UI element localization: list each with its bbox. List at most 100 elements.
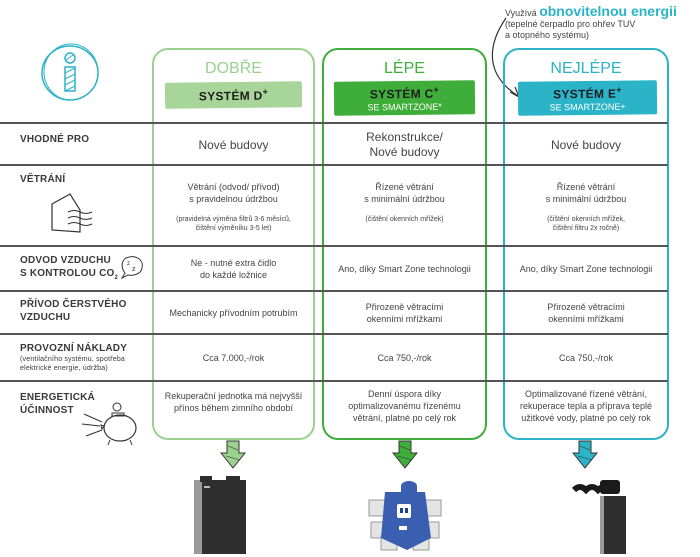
row-label-privod: PŘÍVOD ČERSTVÉHO VZDUCHU — [20, 298, 127, 324]
column-frame-system-d — [152, 48, 315, 440]
co2-subscript: 2 — [114, 275, 119, 281]
cell-ucinnost-d: Rekuperační jednotka má nejvyšší přínos … — [152, 384, 315, 420]
cell-vhodne-e: Nové budovy — [503, 126, 669, 164]
row-label-line: ENERGETICKÁ — [20, 392, 95, 403]
cell-text: Nové budovy — [369, 145, 440, 159]
column-title-lepe: LÉPE — [384, 60, 425, 77]
piggy-bank-icon — [81, 402, 137, 446]
down-arrow-icon — [392, 440, 418, 469]
cell-note: (čištění okenních mřížek) — [365, 215, 444, 223]
cell-text: Řízené větrání — [556, 182, 616, 192]
house-ventilation-icon — [51, 193, 93, 233]
row-divider — [0, 245, 668, 247]
system-e-subtitle: SE SMARTZONE+ — [549, 101, 626, 112]
cell-naklady-c: Cca 750,-/rok — [322, 336, 487, 380]
sleep-bubble-icon: z z — [120, 256, 143, 280]
cell-text: rekuperace tepla a příprava teplé — [519, 401, 653, 411]
product-image-smartzone-unit — [368, 481, 442, 551]
cell-text: Denní úspora díky — [367, 389, 442, 399]
cell-vetrani-d: Větrání (odvod/ přívod) s pravidelnou úd… — [152, 172, 315, 242]
column-frame-system-e — [503, 48, 669, 440]
cell-privod-c: Přirozeně větracími okenními mřížkami — [322, 293, 487, 333]
row-label-small: (ventilačního systému, spotřeba — [20, 356, 126, 363]
cell-text: Ne - nutné extra čidlo — [190, 258, 277, 268]
cell-text: Nové budovy — [198, 137, 269, 152]
system-e-name: SYSTÉM E — [553, 86, 617, 101]
system-c-sup: + — [433, 84, 440, 95]
cell-text: Přirozeně větracími — [547, 302, 625, 312]
column-frame-system-c — [322, 48, 487, 440]
cell-text: Rekuperační jednotka má nejvyšší — [164, 391, 303, 401]
svg-text:z: z — [132, 266, 136, 273]
system-c-subtitle: SE SMARTZONE* — [367, 101, 442, 112]
info-icon — [41, 43, 99, 101]
row-label-line: VZDUCHU — [20, 312, 71, 323]
cell-text: Optimalizované řízené větrání, — [524, 389, 648, 399]
cell-note-line: čištění výměníku 3-5 let) — [195, 225, 272, 232]
row-divider — [0, 122, 668, 124]
down-arrow-icon — [220, 440, 246, 469]
cell-note: (pravidelná výměna filtrů 3-6 měsíců, či… — [176, 215, 291, 233]
cell-text: větrání, platné po celý rok — [352, 413, 457, 423]
cell-text: do každé ložnice — [199, 270, 268, 280]
cell-text: Ano, díky Smart Zone technologii — [338, 264, 471, 274]
row-label-line: ODVOD VZDUCHU — [20, 255, 111, 266]
cell-text: přínos během zimního období — [173, 403, 294, 413]
cell-text: Cca 750,-/rok — [558, 353, 614, 363]
system-d-name: SYSTÉM D — [198, 88, 263, 104]
cell-naklady-d: Cca 7.000,-/rok — [152, 336, 315, 380]
cell-vetrani-c: Řízené větrání s minimální údržbou (čišt… — [322, 172, 487, 232]
cell-text: Cca 750,-/rok — [377, 353, 432, 363]
row-divider — [0, 333, 668, 335]
product-image-heat-pump-unit — [571, 480, 626, 554]
cell-note-line: (čištění okenních mřížek, — [547, 216, 625, 223]
system-d-sup: + — [262, 86, 269, 97]
row-label-ucinnost: ENERGETICKÁ ÚČINNOST — [20, 391, 95, 417]
row-label-small: elektrické energie, údržba) — [20, 365, 108, 372]
cell-text: s pravidelnou údržbou — [189, 194, 278, 204]
down-arrow-icon — [572, 440, 598, 469]
cell-text: optimalizovanému řízenému — [348, 401, 461, 411]
row-label-line: S KONTROLOU CO — [20, 268, 115, 279]
cell-text: Cca 7.000,-/rok — [202, 353, 265, 363]
cell-note-line: čištění filtru 2x ročně) — [552, 225, 620, 232]
system-d-badge: SYSTÉM D+ — [164, 81, 303, 109]
cell-text: okenními mřížkami — [366, 314, 443, 324]
cell-vhodne-c: Rekonstrukce/ Nové budovy — [322, 126, 487, 164]
row-label-line: PŘÍVOD ČERSTVÉHO — [20, 299, 127, 310]
cell-text: Nové budovy — [550, 137, 622, 152]
cell-text: Mechanicky přívodním potrubím — [169, 308, 298, 318]
cell-text: Přirozeně větracími — [365, 302, 444, 312]
cell-odvod-e: Ano, díky Smart Zone technologii — [503, 249, 669, 289]
callout-line2: (tepelné čerpadlo pro ohřev TUV — [505, 19, 636, 29]
column-title-nejlepe: NEJLÉPE — [550, 60, 622, 77]
cell-text: Řízené větrání — [375, 181, 434, 192]
system-c-name: SYSTÉM C — [369, 86, 434, 101]
cell-odvod-d: Ne - nutné extra čidlo do každé ložnice — [152, 249, 315, 289]
row-label-vhodne-pro: VHODNÉ PRO — [20, 134, 90, 145]
cell-note-line: (pravidelná výměna filtrů 3-6 měsíců, — [176, 216, 291, 223]
callout-highlight: obnovitelnou energii — [539, 3, 677, 19]
system-e-sup: + — [616, 84, 622, 95]
cell-text: s minimální údržbou — [545, 194, 627, 204]
row-divider — [0, 290, 668, 292]
cell-text: s minimální údržbou — [364, 193, 445, 204]
row-divider — [0, 164, 668, 166]
callout-line3: a otopného systému) — [505, 30, 590, 40]
system-c-badge: SYSTÉM C+ SE SMARTZONE* — [333, 80, 476, 116]
cell-naklady-e: Cca 750,-/rok — [503, 336, 669, 380]
column-title-dobre: DOBŘE — [205, 60, 262, 77]
system-e-badge: SYSTÉM E+ SE SMARTZONE+ — [517, 80, 658, 116]
row-label-odvod-vzduchu: ODVOD VZDUCHU S KONTROLOU CO2 — [20, 254, 118, 285]
cell-text: Rekonstrukce/ — [366, 130, 443, 144]
row-label-naklady: PROVOZNÍ NÁKLADY (ventilačního systému, … — [20, 342, 127, 373]
product-image-recuperation-unit — [194, 476, 246, 554]
renewable-energy-callout: Využívá obnovitelnou energii (tepelné če… — [505, 3, 700, 41]
row-divider — [0, 380, 668, 382]
callout-lead: Využívá — [505, 8, 537, 18]
row-label-line: PROVOZNÍ NÁKLADY — [20, 343, 128, 354]
cell-ucinnost-c: Denní úspora díky optimalizovanému řízen… — [322, 384, 487, 428]
cell-note: (čištění okenních mřížek, čištění filtru… — [547, 215, 625, 233]
svg-text:z: z — [127, 261, 130, 267]
cell-text: Ano, díky Smart Zone technologii — [519, 264, 653, 274]
